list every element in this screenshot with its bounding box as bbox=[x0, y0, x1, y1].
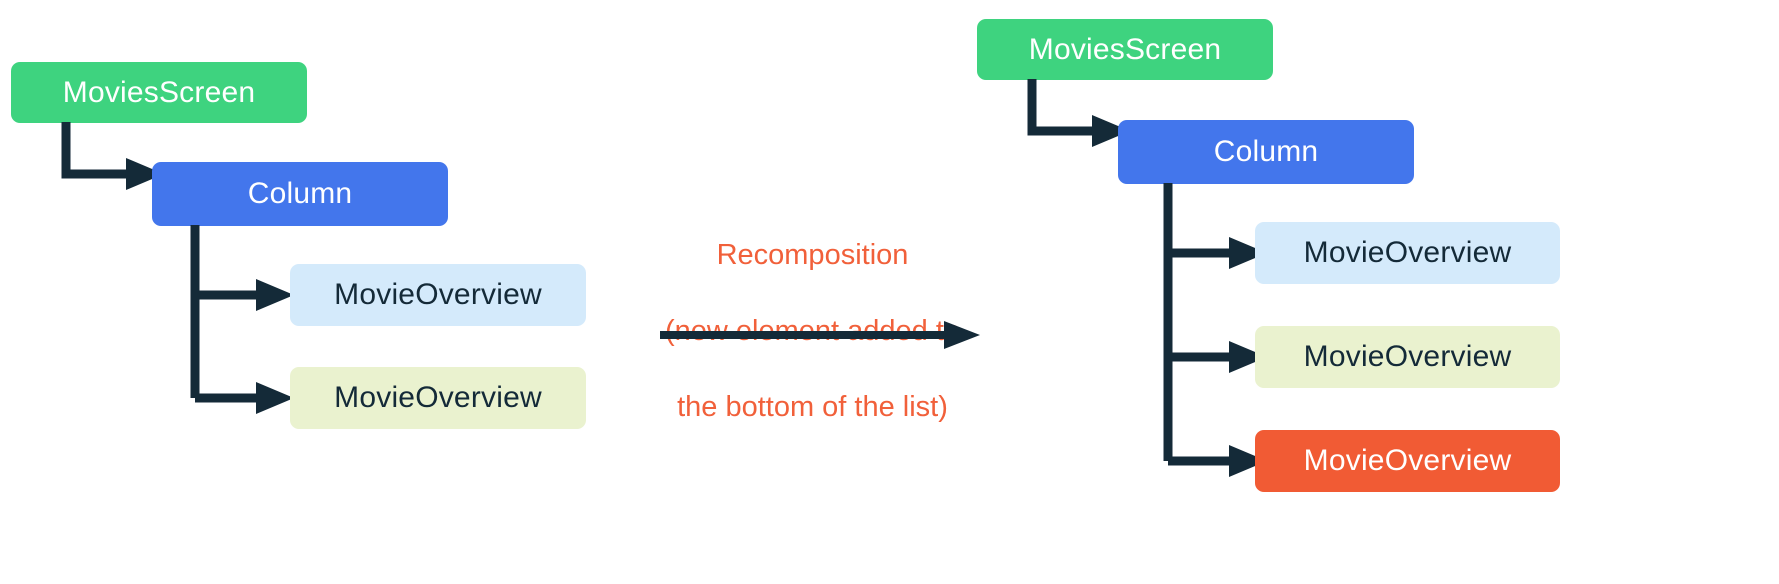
before-node-movie-overview-2: MovieOverview bbox=[290, 367, 586, 429]
before-node-column: Column bbox=[152, 162, 448, 226]
before-connector-screen-to-column bbox=[61, 122, 164, 190]
after-node-movie-overview-3-new: MovieOverview bbox=[1255, 430, 1560, 492]
after-node-movie-overview-2: MovieOverview bbox=[1255, 326, 1560, 388]
caption-line-1: Recomposition bbox=[716, 239, 909, 271]
caption-line-3: the bottom of the list) bbox=[677, 391, 948, 423]
before-connector-column-to-children bbox=[190, 225, 294, 414]
after-node-movie-overview-1: MovieOverview bbox=[1255, 222, 1560, 284]
after-connector-column-to-children bbox=[1163, 183, 1267, 477]
recomposition-right-arrow-icon bbox=[660, 321, 980, 349]
after-node-column: Column bbox=[1118, 120, 1414, 184]
after-connector-screen-to-column bbox=[1027, 79, 1130, 147]
after-node-movies-screen: MoviesScreen bbox=[977, 19, 1273, 80]
before-node-movie-overview-1: MovieOverview bbox=[290, 264, 586, 326]
before-node-movies-screen: MoviesScreen bbox=[11, 62, 307, 123]
